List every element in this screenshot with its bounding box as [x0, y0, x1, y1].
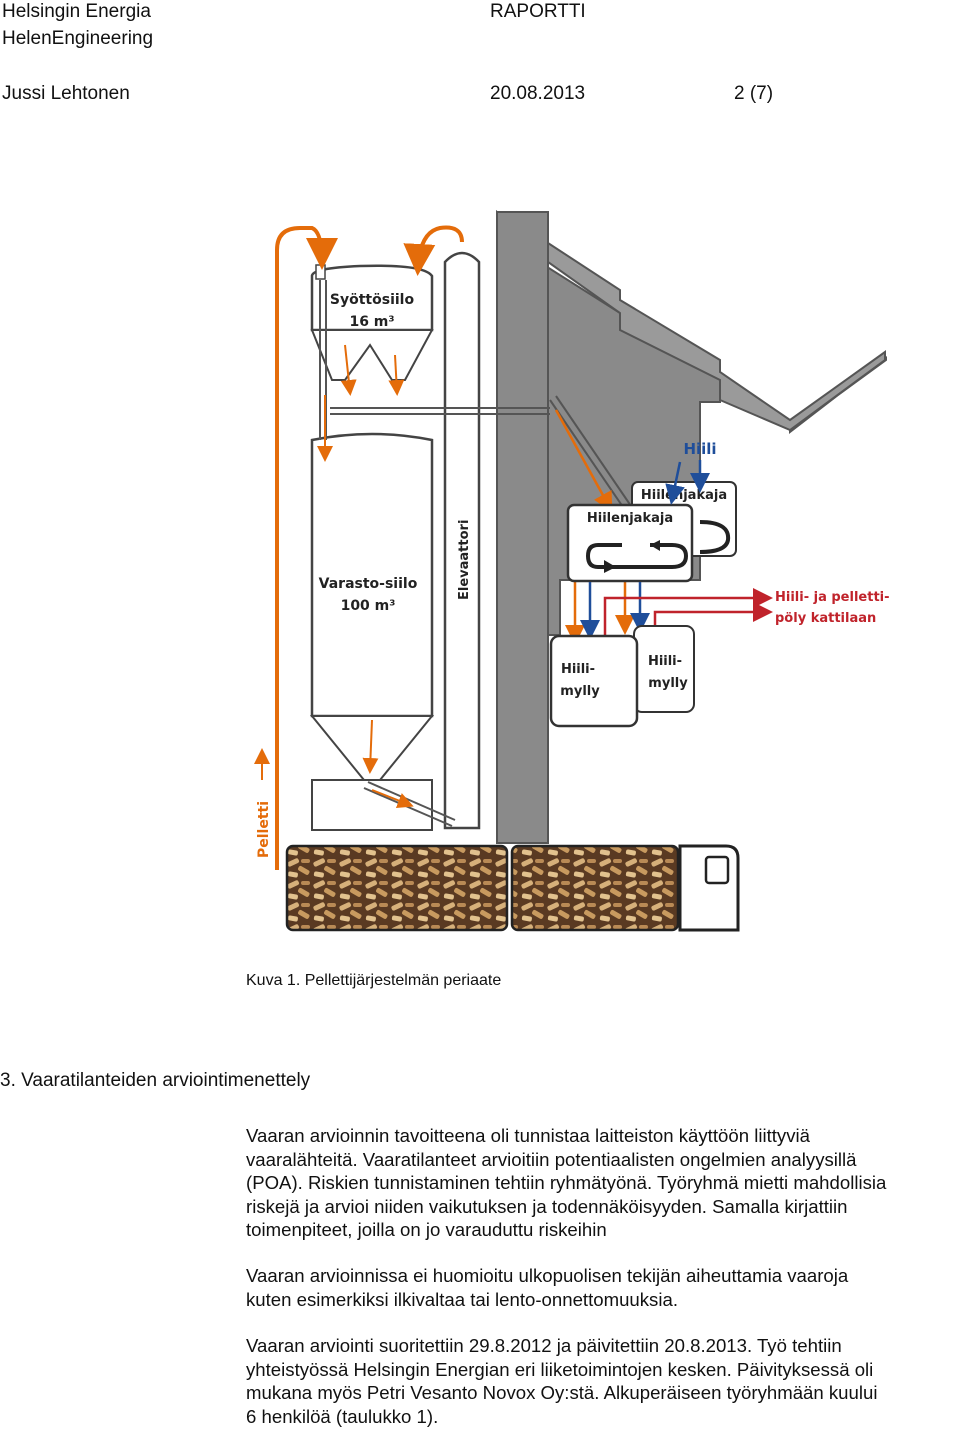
dust-label-line-1: Hiili- ja pelletti-	[775, 590, 890, 605]
paragraph-line: 6 henkilöä (taulukko 1).	[246, 1405, 439, 1427]
paragraph-line: mukana myös Petri Vesanto Novox Oy:stä. …	[246, 1382, 878, 1404]
paragraph-line: Vaaran arvioinnin tavoitteena oli tunnis…	[246, 1125, 810, 1146]
paragraph-line: yhteistyössä Helsingin Energian eri liik…	[246, 1358, 874, 1380]
storage-silo-volume: 100 m³	[341, 598, 396, 614]
paragraph-line: toimenpiteet, joilla on jo varauduttu ri…	[246, 1219, 607, 1241]
mill-right-label-2: mylly	[648, 676, 688, 691]
document-date: 20.08.2013	[490, 83, 586, 104]
feed-silo-label: Syöttösiilo	[330, 292, 415, 308]
coal-mill-right	[633, 625, 695, 713]
coal-flow-arrows	[580, 460, 710, 640]
mill-left-label-2: mylly	[560, 684, 600, 699]
elevator	[443, 251, 481, 830]
document-type: RAPORTTI	[490, 1, 586, 22]
paragraph-1: Vaaran arvioinnin tavoitteena oli tunnis…	[246, 1124, 960, 1242]
pellet-flow-arrows	[254, 225, 635, 870]
page-number: 2 (7)	[734, 83, 774, 104]
paragraph-2: Vaaran arvioinnissa ei huomioitu ulkopuo…	[246, 1264, 960, 1311]
feed-silo	[310, 264, 434, 381]
elevator-label: Elevaattori	[457, 520, 472, 600]
division-name: HelenEngineering	[2, 28, 154, 49]
pellet-system-diagram: Syöttösiilo 16 m³ Varasto-siilo 100 m³ E…	[240, 200, 960, 950]
coal-label: Hiili	[683, 440, 716, 458]
paragraph-line: riskejä ja arvioi niiden vaikutuksen ja …	[246, 1195, 848, 1217]
feed-silo-volume: 16 m³	[349, 314, 394, 330]
paragraph-line: Vaaran arvioinnissa ei huomioitu ulkopuo…	[246, 1265, 849, 1286]
mill-left-label-1: Hiili-	[561, 662, 595, 677]
coal-mill-left	[549, 634, 639, 728]
pellet-truck	[285, 844, 740, 932]
coal-distributor-front-label: Hiilenjakaja	[587, 511, 673, 526]
dust-label-line-2: pöly kattilaan	[775, 611, 876, 626]
paragraph-line: vaaralähteitä. Vaaratilanteet arvioitiin…	[246, 1148, 857, 1170]
figure-caption: Kuva 1. Pellettijärjestelmän periaate	[246, 972, 502, 989]
storage-silo	[309, 432, 435, 831]
section-heading: 3. Vaaratilanteiden arviointimenettely	[0, 1070, 311, 1091]
paragraph-line: Vaaran arviointi suoritettiin 29.8.2012 …	[246, 1335, 842, 1356]
author: Jussi Lehtonen	[2, 83, 130, 104]
paragraph-line: kuten esimerkiksi ilkivaltaa tai lento-o…	[246, 1288, 678, 1310]
paragraph-line: (POA). Riskien tunnistaminen tehtiin ryh…	[246, 1172, 887, 1194]
paragraph-3: Vaaran arviointi suoritettiin 29.8.2012 …	[246, 1334, 960, 1428]
pellet-label: Pelletti	[256, 801, 272, 858]
mill-right-label-1: Hiili-	[648, 654, 682, 669]
company-name: Helsingin Energia	[2, 1, 151, 22]
storage-silo-label: Varasto-siilo	[319, 576, 418, 592]
coal-distributor-back-label: Hiilenjakaja	[641, 488, 727, 503]
coal-distributor-front	[566, 503, 694, 583]
